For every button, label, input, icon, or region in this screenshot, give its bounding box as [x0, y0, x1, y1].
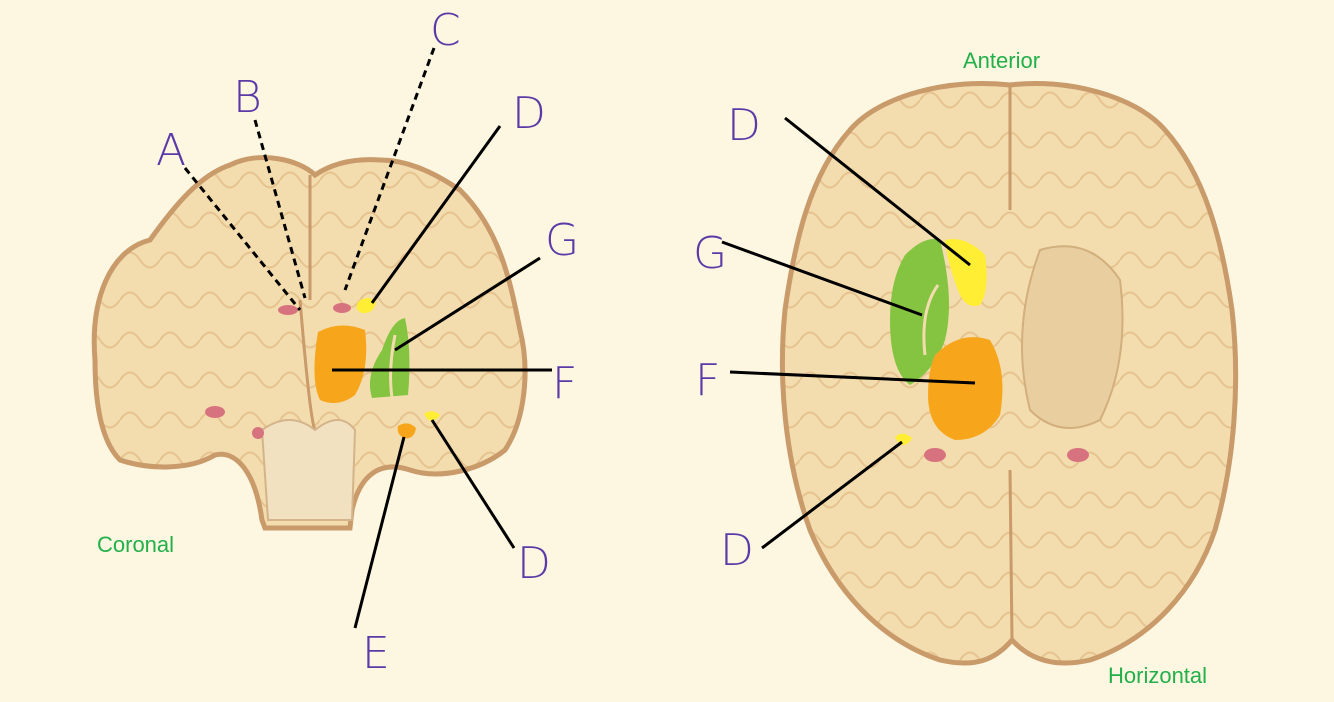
leader-d-bottom: [430, 419, 516, 549]
coronal-right-ventricle-red: [333, 303, 351, 313]
label-f: F: [552, 358, 577, 409]
coronal-green-g-split: [389, 334, 397, 399]
h-label-g: G: [693, 228, 727, 279]
h-leader-d-bottom: [761, 440, 903, 550]
h-label-d-top: D: [727, 100, 761, 151]
h-label-d-bottom: D: [720, 525, 754, 576]
leader-b: [253, 119, 307, 299]
leader-e: [353, 436, 406, 629]
coronal-right-temporal-red: [252, 427, 264, 439]
label-c: C: [430, 5, 461, 56]
h-label-f: F: [695, 355, 720, 406]
coronal-orange-e: [397, 423, 416, 439]
horizontal-yellow-d-top: [945, 239, 987, 306]
leader-d-top: [370, 125, 502, 304]
horizontal-left-red: [924, 448, 946, 462]
label-e: E: [362, 628, 390, 679]
coronal-view-label: Coronal: [97, 532, 175, 557]
label-g: G: [545, 215, 579, 266]
horizontal-right-deep-nuclei: [1021, 245, 1124, 429]
horizontal-green-g-split: [922, 284, 940, 356]
horizontal-midline: [1008, 85, 1014, 641]
horizontal-green-g: [890, 239, 949, 385]
leader-a: [183, 167, 302, 311]
coronal-section: A B C D G F D E: [91, 5, 579, 679]
label-a: A: [156, 125, 186, 176]
leader-g: [394, 256, 541, 352]
coronal-green-g: [369, 318, 410, 398]
horizontal-section: D G F D: [693, 80, 1239, 666]
anterior-orientation-label: Anterior: [963, 48, 1041, 73]
h-leader-g: [721, 240, 923, 317]
h-leader-d-top: [784, 116, 971, 267]
coronal-left-temporal-red: [205, 406, 225, 418]
h-leader-f: [729, 370, 976, 385]
coronal-yellow-d-bottom: [424, 411, 440, 421]
coronal-brainstem: [260, 419, 357, 521]
coronal-left-ventricle-red: [278, 305, 298, 315]
label-d-bottom: D: [517, 538, 551, 589]
horizontal-right-red: [1067, 448, 1089, 462]
label-b: B: [233, 72, 262, 123]
label-d-top: D: [512, 88, 546, 139]
horizontal-view-label: Horizontal: [1108, 663, 1208, 688]
horizontal-orange-f: [928, 337, 1003, 440]
coronal-brain-outline: [91, 155, 528, 531]
coronal-midline: [298, 175, 317, 431]
coronal-orange-f: [314, 325, 367, 404]
leader-c: [343, 47, 436, 291]
